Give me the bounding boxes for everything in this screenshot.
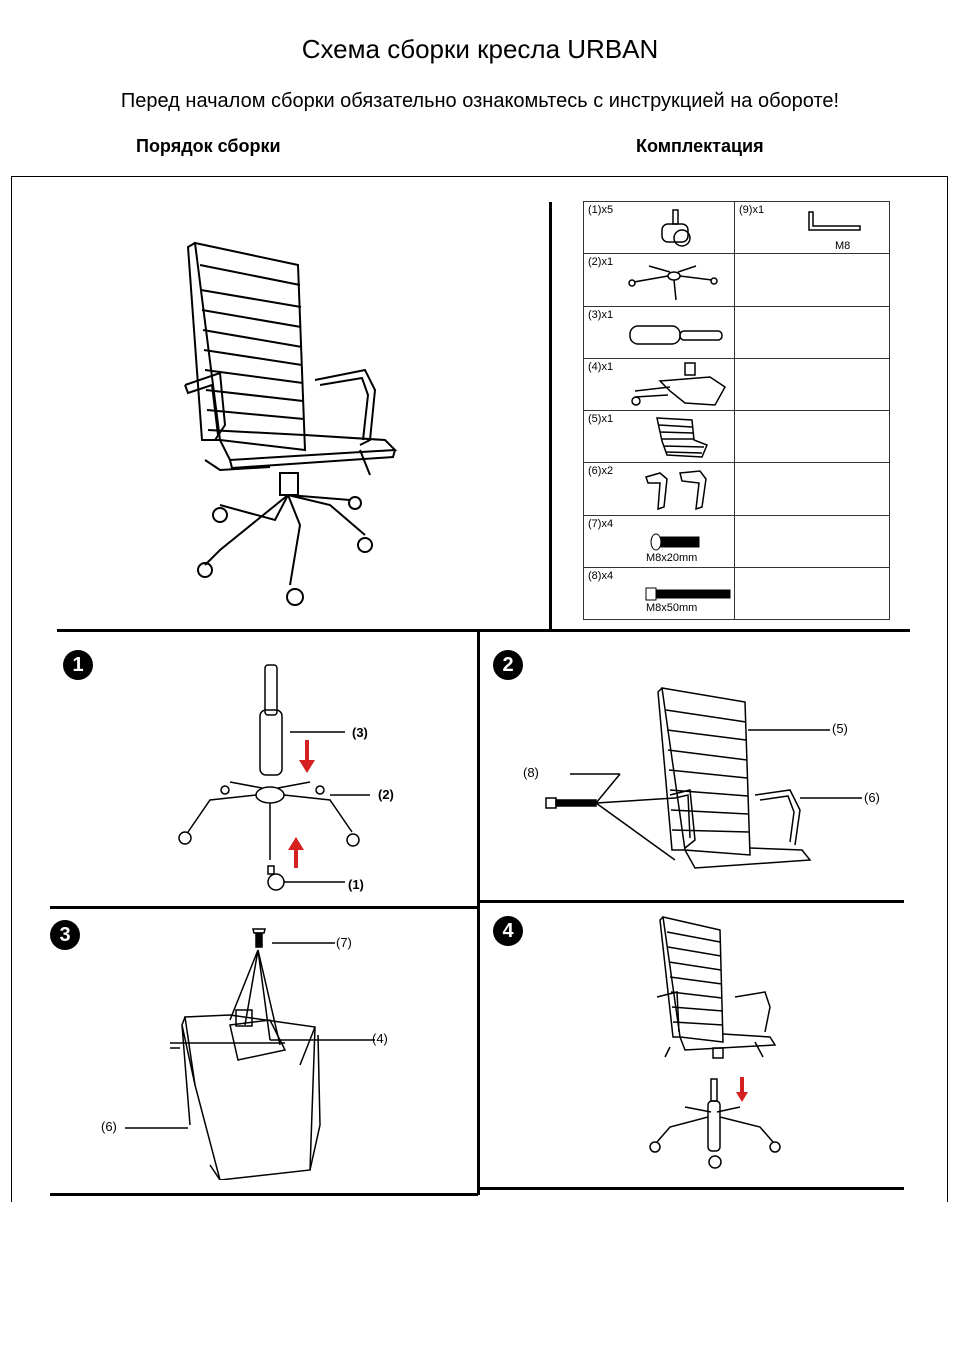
page-subtitle: Перед началом сборки обязательно ознаком… bbox=[120, 90, 840, 112]
armrest-icon bbox=[645, 470, 707, 511]
caster-wheel-icon bbox=[661, 209, 691, 247]
kit-row: (6)x2 bbox=[583, 462, 890, 516]
step-2-illustration bbox=[545, 687, 862, 869]
step-3-label-armrest: (6) bbox=[101, 1119, 117, 1134]
kit-row: (4)x1 bbox=[583, 357, 890, 412]
kit-row: (7)x4 M8x20mm bbox=[583, 514, 890, 568]
kit-qty-1: (1)x5 bbox=[588, 204, 614, 216]
kit-cell bbox=[734, 462, 890, 516]
step-4-illustration bbox=[649, 916, 781, 1169]
kit-cell bbox=[734, 305, 890, 359]
divider-horizontal-2b bbox=[480, 900, 904, 903]
kit-row: (8)x4 M8x50mm bbox=[583, 566, 890, 621]
kit-cell: (3)x1 bbox=[583, 305, 735, 359]
kit-table: (1)x5 (9)x1 M8 (2)x1 (3)x1 bbox=[583, 200, 890, 621]
seat-icon bbox=[656, 417, 708, 458]
kit-qty-2: (2)x1 bbox=[588, 256, 614, 269]
long-bolt-size: M8x50mm bbox=[646, 601, 698, 614]
star-base-icon bbox=[628, 265, 718, 301]
kit-cell: (1)x5 bbox=[583, 200, 735, 255]
kit-contents-heading: Комплектация bbox=[636, 136, 764, 156]
kit-row: (3)x1 bbox=[583, 305, 890, 359]
step-4-badge: 4 bbox=[493, 916, 523, 946]
kit-row: (5)x1 bbox=[583, 409, 890, 464]
kit-qty-6: (6)x2 bbox=[588, 465, 614, 478]
step-1-label-base: (2) bbox=[378, 787, 394, 802]
step-1-illustration bbox=[178, 664, 370, 891]
kit-row: (2)x1 bbox=[583, 253, 890, 307]
kit-cell bbox=[734, 253, 890, 307]
step-2-badge: 2 bbox=[493, 650, 523, 680]
step-3-badge: 3 bbox=[50, 920, 80, 950]
assembly-order-heading: Порядок сборки bbox=[136, 136, 281, 156]
kit-cell: (2)x1 bbox=[583, 253, 735, 307]
kit-cell bbox=[734, 357, 890, 412]
step-1-badge: 1 bbox=[63, 650, 93, 680]
step-2-label-seat: (5) bbox=[832, 721, 848, 736]
divider-horizontal-3b bbox=[480, 1187, 904, 1190]
hex-key-icon bbox=[808, 211, 861, 231]
divider-horizontal-2a bbox=[50, 906, 478, 909]
hex-key-size: M8 bbox=[835, 240, 851, 252]
step-1-label-cylinder: (3) bbox=[352, 725, 368, 740]
instruction-frame bbox=[11, 176, 948, 1202]
kit-cell: (5)x1 bbox=[583, 409, 735, 464]
kit-cell: (7)x4 M8x20mm bbox=[583, 514, 735, 568]
short-bolt-size: M8x20mm bbox=[646, 551, 698, 564]
kit-cell bbox=[734, 566, 890, 621]
kit-qty-4: (4)x1 bbox=[588, 360, 614, 373]
kit-cell: (6)x2 bbox=[583, 462, 735, 516]
kit-qty-9: (9)x1 bbox=[739, 204, 765, 216]
assembled-chair-illustration bbox=[184, 241, 398, 606]
kit-qty-5: (5)x1 bbox=[588, 413, 614, 425]
kit-cell: (8)x4 M8x50mm bbox=[583, 566, 735, 621]
divider-vertical-steps bbox=[477, 631, 480, 1195]
kit-cell bbox=[734, 514, 890, 568]
gas-cylinder-icon bbox=[629, 324, 723, 345]
step-1-label-caster: (1) bbox=[348, 877, 364, 892]
divider-horizontal-1 bbox=[57, 629, 910, 632]
step-2-label-bolt: (8) bbox=[523, 765, 539, 780]
tilt-mechanism-icon bbox=[631, 362, 726, 406]
step-2-label-armrest: (6) bbox=[864, 790, 880, 805]
kit-qty-7: (7)x4 bbox=[588, 517, 614, 530]
kit-cell: (4)x1 bbox=[583, 357, 735, 412]
kit-cell bbox=[734, 409, 890, 464]
page-title: Схема сборки кресла URBAN bbox=[301, 34, 659, 64]
step-3-label-mechanism: (4) bbox=[372, 1031, 388, 1046]
divider-horizontal-3a bbox=[50, 1193, 478, 1196]
long-bolt-icon bbox=[645, 587, 731, 601]
step-3-label-short-bolt: (7) bbox=[336, 935, 352, 950]
divider-vertical-top bbox=[549, 202, 552, 630]
kit-qty-8: (8)x4 bbox=[588, 569, 614, 582]
kit-qty-3: (3)x1 bbox=[588, 308, 614, 321]
short-bolt-icon bbox=[650, 533, 700, 550]
step-3-illustration bbox=[125, 928, 375, 1180]
kit-row: (1)x5 (9)x1 M8 bbox=[583, 200, 890, 255]
kit-cell: (9)x1 M8 bbox=[734, 200, 890, 255]
